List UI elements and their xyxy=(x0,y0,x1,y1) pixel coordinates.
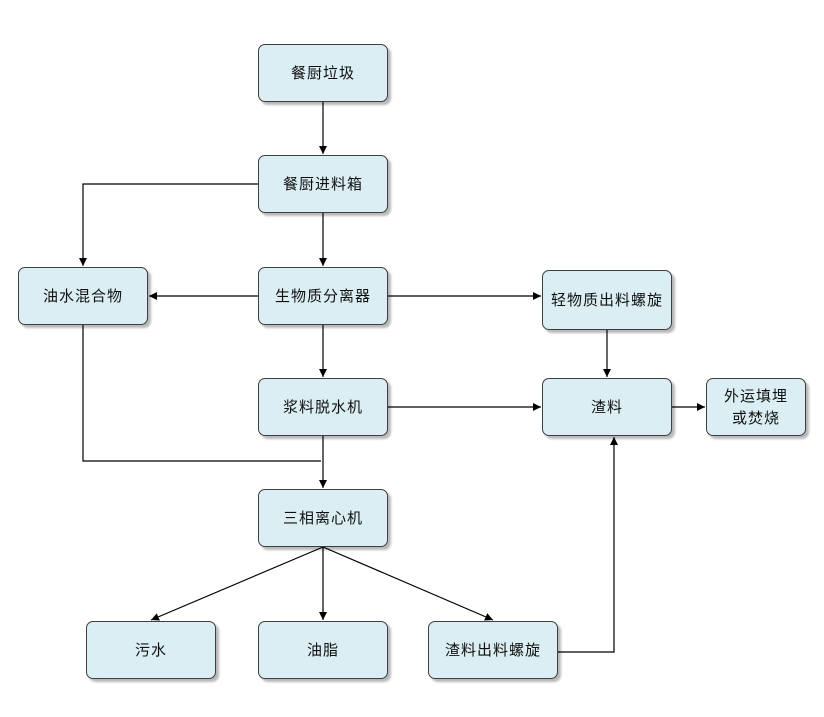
node-oil-water-mixture-label: 油水混合物 xyxy=(42,287,123,305)
node-disposal: 外运填埋 或焚烧 xyxy=(706,378,806,436)
node-three-phase-centrifuge-label: 三相离心机 xyxy=(282,509,363,527)
node-kitchen-waste: 餐厨垃圾 xyxy=(258,44,388,102)
node-grease-label: 油脂 xyxy=(306,641,339,659)
edge-centrifuge-to-sewage xyxy=(150,546,324,621)
node-residue-screw-label: 渣料出料螺旋 xyxy=(444,641,541,659)
edge-feed-box-to-oil-water xyxy=(79,183,258,266)
node-residue-label: 渣料 xyxy=(590,398,623,416)
node-oil-water-mixture: 油水混合物 xyxy=(18,267,148,325)
edge-centrifuge-to-residue-screw xyxy=(322,546,494,621)
node-light-matter-screw: 轻物质出料螺旋 xyxy=(542,270,672,330)
node-sewage-label: 污水 xyxy=(134,641,167,659)
edge-residue-screw-to-residue xyxy=(558,437,618,653)
node-residue: 渣料 xyxy=(542,378,672,436)
node-biomass-separator-label: 生物质分离器 xyxy=(274,287,371,305)
node-slurry-dewaterer: 浆料脱水机 xyxy=(258,378,388,436)
node-grease: 油脂 xyxy=(258,621,388,679)
edge-oil-water-to-centrifuge xyxy=(82,325,321,462)
node-disposal-label-line2: 或焚烧 xyxy=(731,409,780,427)
node-sewage: 污水 xyxy=(86,621,216,679)
node-three-phase-centrifuge: 三相离心机 xyxy=(258,489,388,547)
node-residue-screw: 渣料出料螺旋 xyxy=(428,621,558,679)
node-slurry-dewaterer-label: 浆料脱水机 xyxy=(282,398,363,416)
node-feed-box: 餐厨进料箱 xyxy=(258,155,388,213)
node-disposal-label-line1: 外运填埋 xyxy=(723,387,788,405)
node-light-matter-screw-label: 轻物质出料螺旋 xyxy=(550,291,663,309)
node-feed-box-label: 餐厨进料箱 xyxy=(282,175,363,193)
node-biomass-separator: 生物质分离器 xyxy=(258,267,388,325)
node-kitchen-waste-label: 餐厨垃圾 xyxy=(290,64,355,82)
